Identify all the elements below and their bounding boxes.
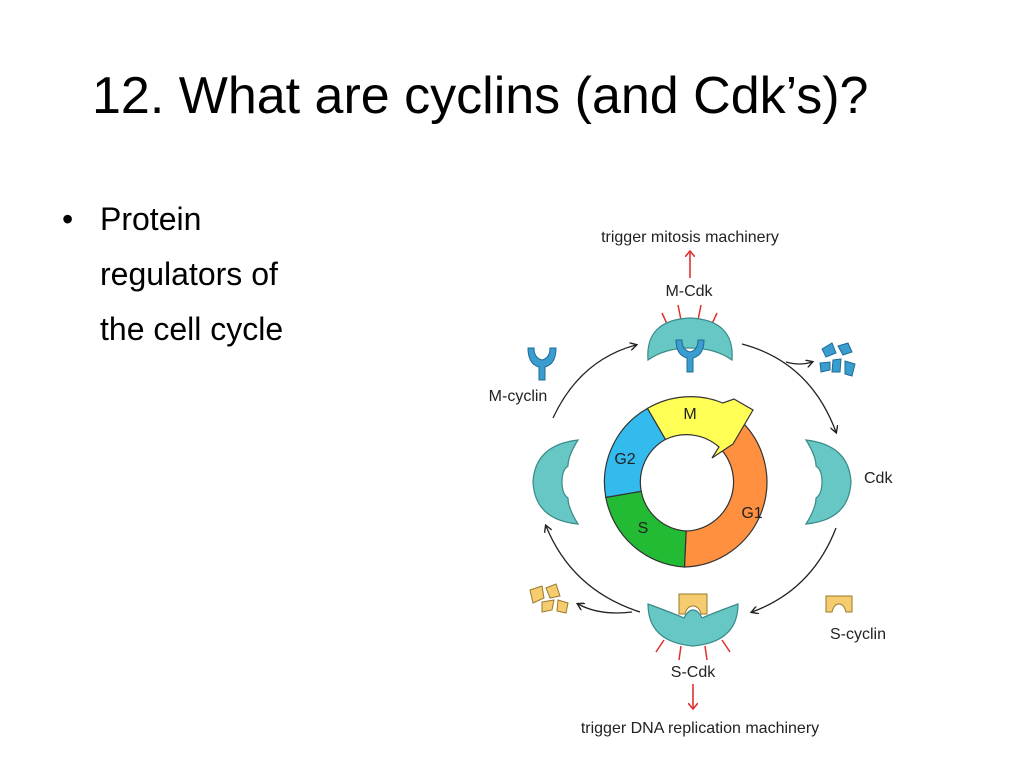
m-cyclin-label: M-cyclin [489,388,548,405]
degradation-arrow-bottom [578,604,633,614]
s-cyclin-fragments [529,583,569,614]
bullet-line: regulators of [100,256,278,292]
s-cyclin-free [825,595,853,613]
bullet-list: • Protein regulators of the cell cycle [62,192,430,357]
phase-m-segment [646,396,754,459]
bullet-line: the cell cycle [100,311,284,347]
degradation-arrow-top [785,362,812,364]
phase-g1-segment [683,420,768,568]
bullet-item: • Protein regulators of the cell cycle [62,192,430,357]
s-cyclin-bound [678,593,708,615]
activity-rays [655,639,731,661]
slide-title: 12. What are cyclins (and Cdk’s)? [92,67,869,125]
phase-s-label: S [638,520,649,537]
bullet-line: Protein [100,201,202,237]
s-cdk-label: S-Cdk [671,664,716,681]
top-trigger-label: trigger mitosis machinery [601,229,779,246]
s-cyclin-label: S-cyclin [830,626,886,643]
cycle-arrows [546,344,836,612]
s-cdk-complex [647,593,739,661]
cdk-label: Cdk [864,470,893,487]
cdk-left-shape [532,439,580,525]
cdk-right-shape [804,439,852,525]
s-cdk-shape [647,603,739,647]
bottom-trigger-label: trigger DNA replication machinery [581,720,819,737]
m-cdk-label: M-Cdk [665,283,713,300]
m-cdk-complex [647,304,733,373]
cell-cycle-diagram: trigger mitosis machinery M-Cdk M-cyclin… [489,229,894,737]
phase-m-label: M [683,406,696,423]
bullet-marker: • [62,201,74,237]
m-cyclin-bound [675,339,705,373]
phase-ring [603,396,768,568]
phase-g1-label: G1 [741,505,762,522]
m-cyclin-free [527,347,557,381]
m-cyclin-fragments [819,342,856,377]
phase-g2-label: G2 [614,451,635,468]
